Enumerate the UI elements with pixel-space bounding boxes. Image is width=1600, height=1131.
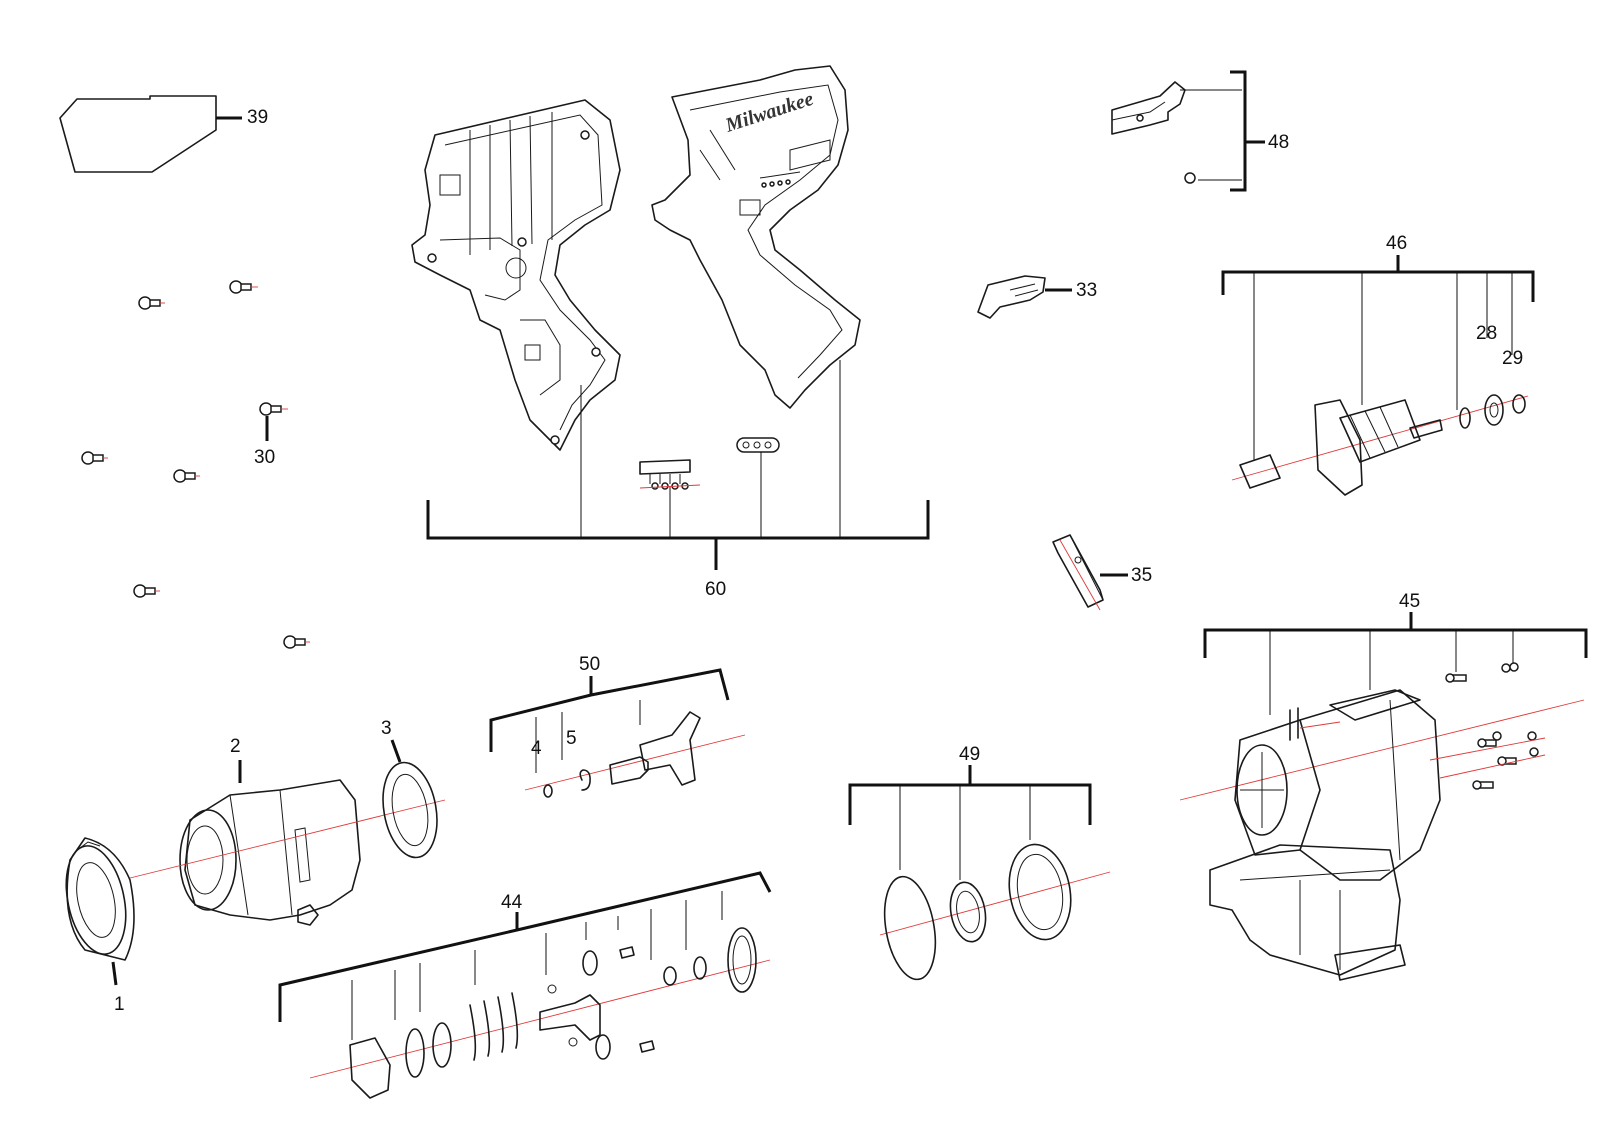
part-30-screws[interactable] [81,280,310,649]
part-60-terminal-block[interactable] [639,459,701,490]
brand-logo-text: Milwaukee [722,88,817,137]
part-2-number: 2 [230,736,241,757]
part-46-rotor-assembly[interactable] [1221,255,1535,496]
part-3-number: 3 [381,718,392,739]
part-33-number: 33 [1076,280,1097,301]
part-28-number: 28 [1476,323,1497,344]
part-50-number: 50 [579,654,600,675]
part-46-number: 46 [1386,233,1407,254]
part-49-number: 49 [959,744,980,765]
part-2-hammer-case[interactable] [129,760,446,926]
part-4-number: 4 [531,738,542,759]
part-44-number: 44 [501,892,523,913]
part-60-led-lens[interactable] [736,437,780,453]
part-60-bracket [426,360,930,570]
part-60-housing-left[interactable] [411,99,621,451]
part-3-washer[interactable] [376,739,444,862]
part-60-housing-right[interactable]: Milwaukee [651,65,861,409]
part-39-number: 39 [247,107,268,128]
part-30-number: 30 [254,447,275,468]
part-60-number: 60 [705,579,726,600]
part-33-switch[interactable] [977,275,1072,319]
part-1-nose-cap[interactable] [57,837,135,986]
part-44-hammer-mechanism[interactable] [278,871,772,1099]
part-45-motor-assembly[interactable] [1179,612,1588,981]
part-49-ring-set[interactable] [848,765,1111,983]
part-48-number: 48 [1268,132,1289,153]
part-35-number: 35 [1131,565,1152,586]
part-45-number: 45 [1399,591,1420,612]
part-5-number: 5 [566,728,577,749]
part-1-number: 1 [114,994,125,1015]
part-39-label-plate[interactable] [59,95,242,173]
part-50-anvil-assembly[interactable] [489,668,746,798]
part-35-switch-bracket[interactable] [1052,534,1128,611]
part-48-clip-and-screw[interactable] [1111,70,1265,192]
part-29-number: 29 [1502,348,1523,369]
